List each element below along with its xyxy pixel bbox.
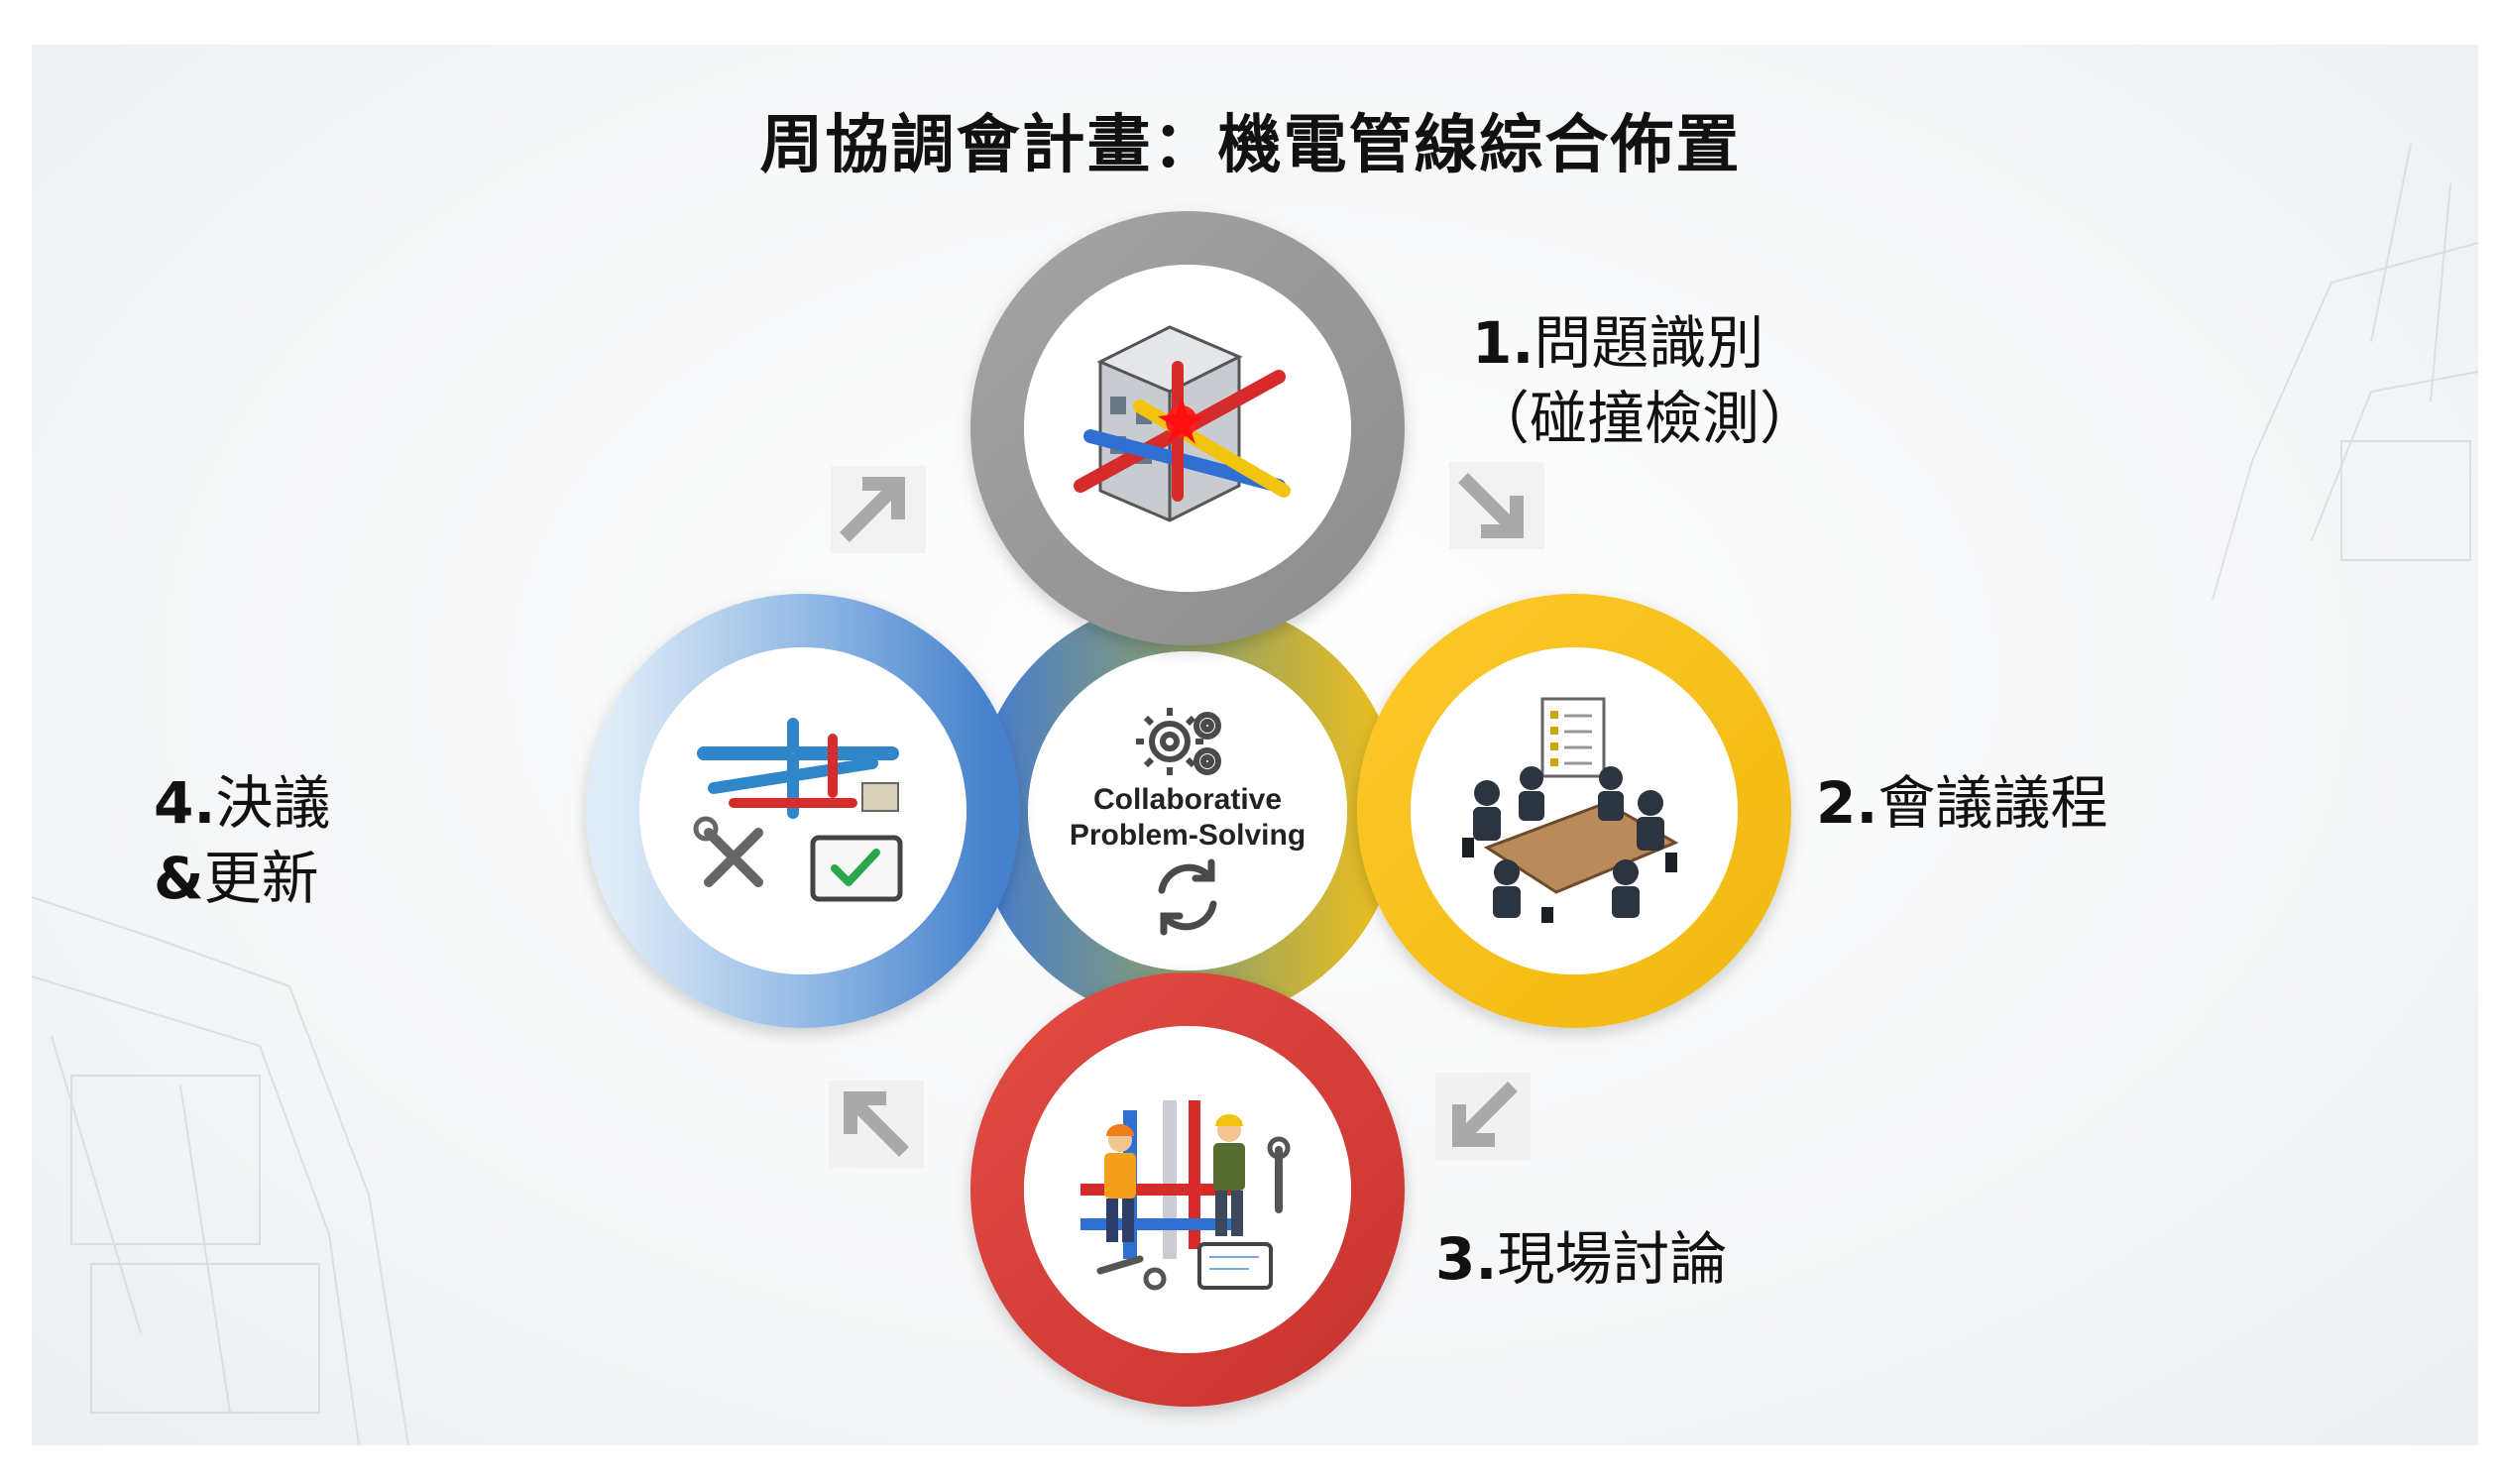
step-1-label: 1.問題識別 （碰撞檢測） bbox=[1472, 305, 1817, 456]
ring-step-4 bbox=[586, 594, 1020, 1028]
step-4-number: 4. bbox=[154, 769, 216, 837]
step-2-title: 會議議程 bbox=[1877, 769, 2108, 837]
step-1-subtitle: （碰撞檢測） bbox=[1472, 385, 1818, 452]
pipes-tools-icon bbox=[693, 718, 903, 902]
step-4-title: 決議 bbox=[215, 769, 331, 837]
step-4-title-2: 更新 bbox=[203, 845, 319, 912]
arrow-down-right-icon bbox=[1449, 462, 1544, 549]
worker-left bbox=[1104, 1124, 1136, 1242]
arrow-up-left-icon bbox=[829, 1081, 924, 1168]
step-3-label: 3.現場討論 bbox=[1435, 1221, 1727, 1297]
site-workers-icon bbox=[1080, 1100, 1291, 1291]
step-4-label: 4.決議 &更新 bbox=[154, 765, 330, 916]
blueprint-background bbox=[32, 143, 2478, 1445]
meeting-table-icon bbox=[1462, 697, 1679, 923]
building-clash-icon bbox=[1074, 325, 1291, 522]
page-title: 周協調會計畫：機電管線綜合佈置 bbox=[759, 109, 1742, 182]
arrow-down-left-icon bbox=[1435, 1073, 1531, 1160]
center-title-line2: Problem-Solving bbox=[1070, 819, 1306, 852]
step-4-ampersand: & bbox=[154, 845, 204, 912]
step-1-title: 問題識別 bbox=[1534, 309, 1764, 377]
cycle-arrows-icon bbox=[1158, 858, 1217, 936]
center-title-line1: Collaborative bbox=[1093, 783, 1282, 816]
step-1-number: 1. bbox=[1472, 309, 1535, 377]
gears-icon bbox=[1136, 708, 1221, 775]
step-2-label: 2.會議議程 bbox=[1816, 765, 2107, 841]
ring-step-2 bbox=[1357, 594, 1791, 1028]
step-3-number: 3. bbox=[1435, 1225, 1498, 1293]
worker-right bbox=[1213, 1114, 1245, 1236]
step-2-number: 2. bbox=[1816, 769, 1878, 837]
step-3-title: 現場討論 bbox=[1497, 1225, 1728, 1293]
arrow-up-right-icon bbox=[831, 466, 926, 553]
